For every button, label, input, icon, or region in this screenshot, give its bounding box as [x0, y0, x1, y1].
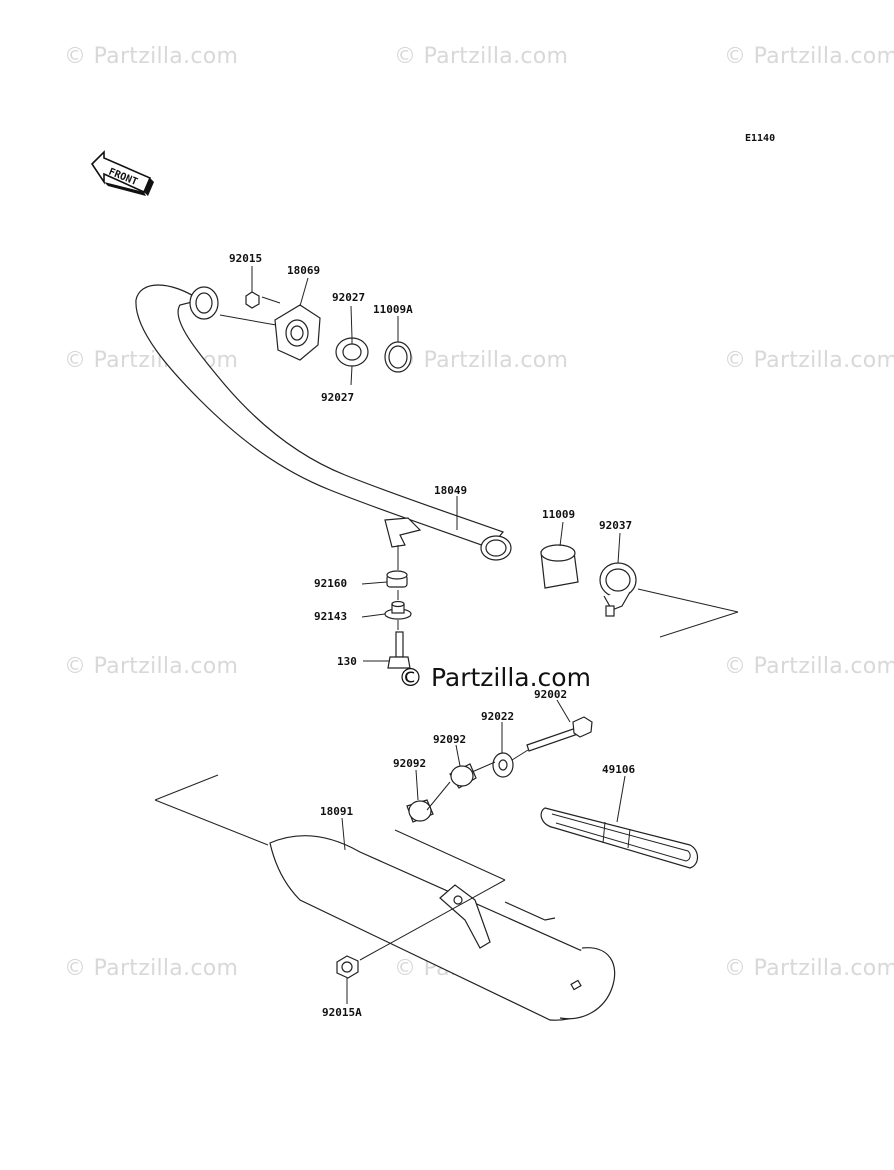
part-label-11009: 11009: [542, 508, 575, 521]
part-label-92037: 92037: [599, 519, 632, 532]
guide-lines: [154, 296, 739, 961]
part-label-18069: 18069: [287, 264, 320, 277]
long-bolt: [526, 716, 593, 752]
part-label-92002: 92002: [534, 688, 567, 701]
diagram-code: E1140: [745, 133, 775, 144]
nut: [245, 291, 260, 309]
grommet: [406, 799, 434, 823]
part-label-18091: 18091: [320, 805, 353, 818]
part-label-92143: 92143: [314, 610, 347, 623]
bolt: [387, 631, 411, 669]
watermark: © Partzilla.com: [724, 44, 894, 69]
watermark: © Partzilla.com: [394, 348, 569, 373]
muffler: [269, 835, 616, 1021]
part-label-92015A: 92015A: [322, 1006, 362, 1019]
watermark: © Partzilla.com: [64, 956, 239, 981]
watermark: © Partzilla.com: [394, 44, 569, 69]
gasket-ring: [384, 341, 412, 373]
watermark: © Partzilla.com: [724, 956, 894, 981]
grommet: [449, 763, 477, 789]
part-label-130: 130: [337, 655, 357, 668]
callout-lines: [251, 266, 626, 1004]
part-label-92015: 92015: [229, 252, 262, 265]
split-keeper: [335, 337, 369, 367]
part-label-18049: 18049: [434, 484, 467, 497]
rubber-damper: [386, 570, 408, 588]
flange-nut: [336, 955, 359, 979]
watermark: © Partzilla.com: [724, 348, 894, 373]
collar: [384, 600, 412, 620]
watermark: © Partzilla.com: [64, 44, 239, 69]
part-label-92027-top: 92027: [332, 291, 365, 304]
part-label-92160: 92160: [314, 577, 347, 590]
exhaust-flange: [274, 304, 321, 361]
watermark: © Partzilla.com: [724, 654, 894, 679]
watermark: © Partzilla.com: [64, 654, 239, 679]
part-label-92027-bottom: 92027: [321, 391, 354, 404]
part-label-92092-bottom: 92092: [393, 757, 426, 770]
heat-guard: [540, 807, 699, 869]
washer: [492, 752, 514, 778]
watermark-center: © Partzilla.com: [398, 663, 591, 692]
part-label-92092-top: 92092: [433, 733, 466, 746]
pipe-clamp: [599, 562, 637, 617]
pipe-gasket: [540, 544, 579, 589]
front-arrow-icon: FRONT: [90, 150, 154, 196]
exhaust-pipe: [135, 284, 512, 561]
part-label-11009A: 11009A: [373, 303, 413, 316]
part-label-49106: 49106: [602, 763, 635, 776]
part-label-92022: 92022: [481, 710, 514, 723]
